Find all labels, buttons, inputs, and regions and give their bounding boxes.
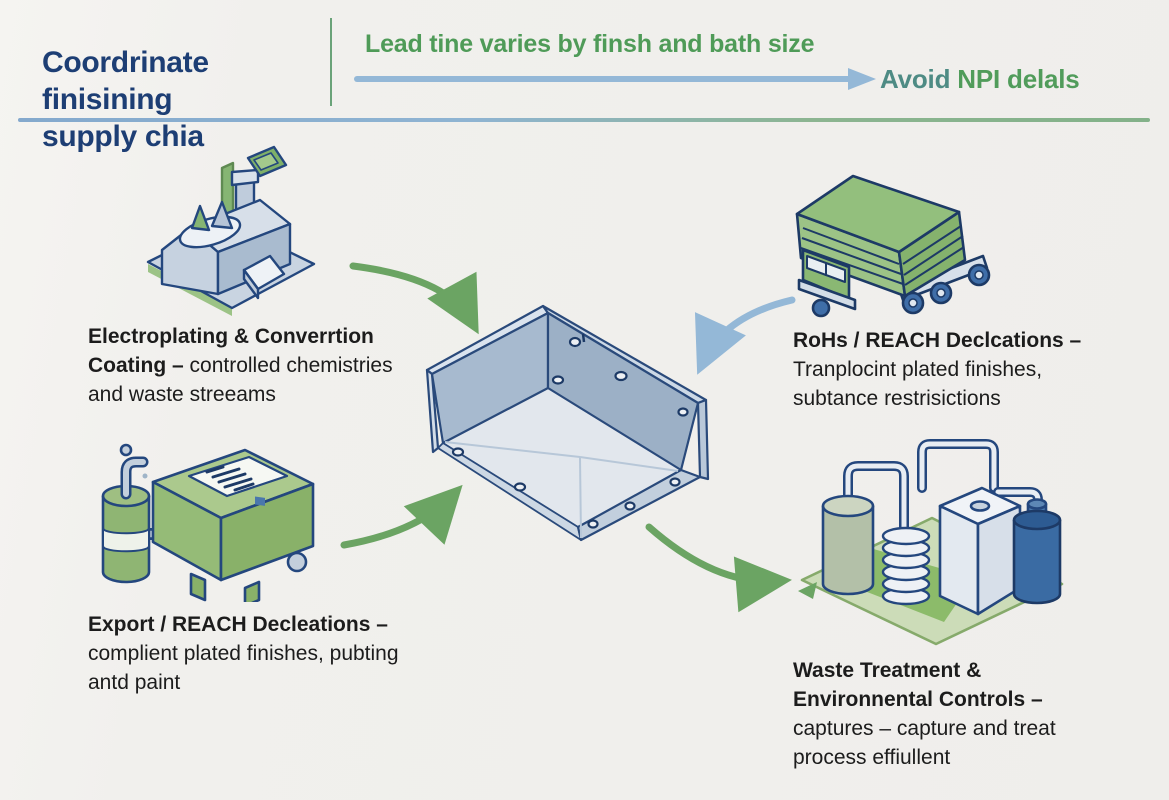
arrow-enclosure-to-plant	[645, 523, 792, 613]
factory-icon	[140, 142, 325, 320]
header-subtitle: Lead tine varies by finsh and bath size	[365, 30, 815, 58]
lead-time-arrow	[354, 68, 876, 90]
header-vertical-divider	[330, 18, 332, 106]
arrow-factory-to-enclosure	[349, 262, 479, 335]
cta-npi-text: NPI delals	[957, 64, 1080, 94]
arrow-cart-to-enclosure	[340, 484, 463, 549]
label-waste-treatment: Waste Treatment & Environnental Controls…	[793, 656, 1093, 772]
delivery-truck-icon	[795, 172, 1007, 322]
label-export-rest: complient plated finishes, pubting antd …	[88, 642, 399, 694]
header-horizontal-rule	[18, 118, 1150, 122]
label-rohs-reach: RoHs / REACH Declcations – Tranplocint p…	[793, 326, 1093, 413]
page-title-line2: supply chia	[42, 120, 204, 154]
arrow-truck-to-enclosure	[694, 296, 796, 375]
cta-avoid-text: Avoid	[880, 64, 951, 94]
label-export-bold: Export / REACH Decleations –	[88, 613, 388, 636]
sheet-metal-enclosure-illustration	[425, 300, 715, 550]
treatment-plant-icon	[790, 430, 1074, 648]
label-export-reach: Export / REACH Decleations – complient p…	[88, 610, 410, 697]
label-rohs-rest: Tranplocint plated finishes, subtance re…	[793, 358, 1043, 410]
declaration-cart-icon	[95, 430, 333, 602]
arrowhead-fragment	[798, 582, 817, 599]
page-title: Coordrinate finisining supply chia	[42, 44, 342, 155]
label-electroplating: Electroplating & Converrtion Coating – c…	[88, 322, 423, 409]
label-waste-bold: Waste Treatment & Environnental Controls…	[793, 659, 1043, 711]
page-title-line1: Coordrinate finisining	[42, 46, 209, 117]
label-rohs-bold: RoHs / REACH Declcations –	[793, 329, 1082, 352]
label-waste-rest: captures – capture and treat process eff…	[793, 717, 1056, 769]
label-electroplating-bold: Electroplating & Converrtion Coating –	[88, 325, 374, 377]
label-electroplating-rest: controlled chemistries and waste streeam…	[88, 354, 393, 406]
